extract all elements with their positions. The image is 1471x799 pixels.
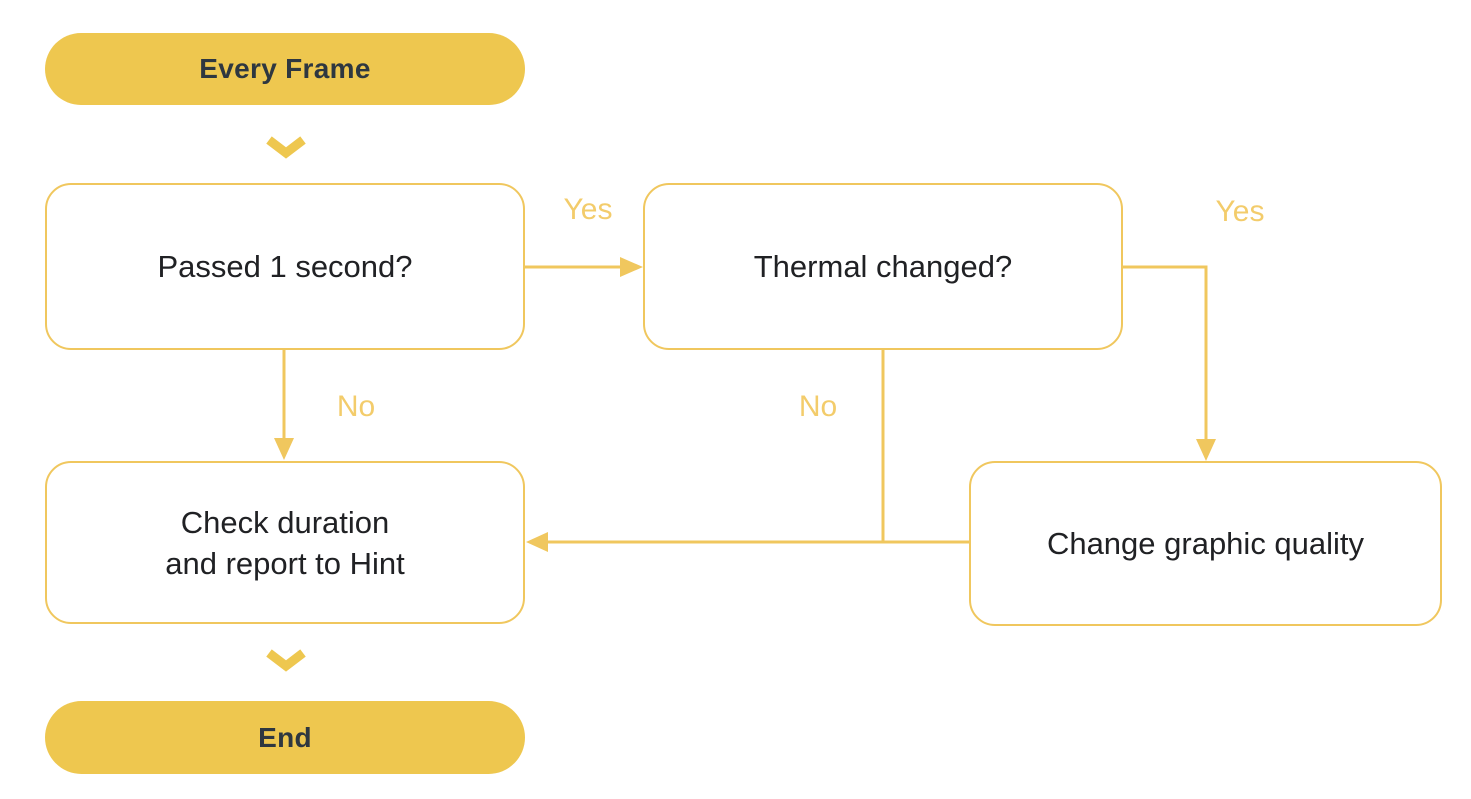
start-node-label: Every Frame — [199, 53, 371, 84]
edge-label-yes: Yes — [1215, 195, 1265, 228]
node-thermal-changed: Thermal changed? — [643, 183, 1123, 350]
start-node: Every Frame — [45, 33, 525, 105]
chevron-down-icon — [266, 649, 306, 672]
node-label: Change graphic quality — [1046, 526, 1365, 561]
arrow-down-icon — [274, 438, 294, 460]
edge-thermal-to-change — [1123, 265, 1216, 461]
arrow-down-icon — [1196, 439, 1216, 461]
end-node: End — [45, 701, 525, 774]
arrow-right-icon — [620, 257, 643, 277]
node-label: Thermal changed? — [753, 249, 1013, 284]
node-passed-1-second: Passed 1 second? — [45, 183, 525, 350]
node-change-graphic-quality: Change graphic quality — [969, 461, 1442, 626]
node-label: Passed 1 second? — [157, 249, 413, 284]
node-label: Check duration and report to Hint — [165, 504, 405, 581]
edge-label-yes: Yes — [563, 193, 613, 226]
edge-passed-to-thermal — [525, 257, 643, 277]
node-check-duration: Check duration and report to Hint — [45, 461, 525, 624]
arrow-left-icon — [526, 532, 548, 552]
edge-passed-to-check — [274, 350, 294, 460]
edge-label-no: No — [336, 390, 376, 423]
end-node-label: End — [258, 721, 312, 753]
edge-change-to-check — [526, 532, 969, 552]
edge-label-no: No — [798, 390, 838, 423]
chevron-down-icon — [266, 136, 306, 159]
